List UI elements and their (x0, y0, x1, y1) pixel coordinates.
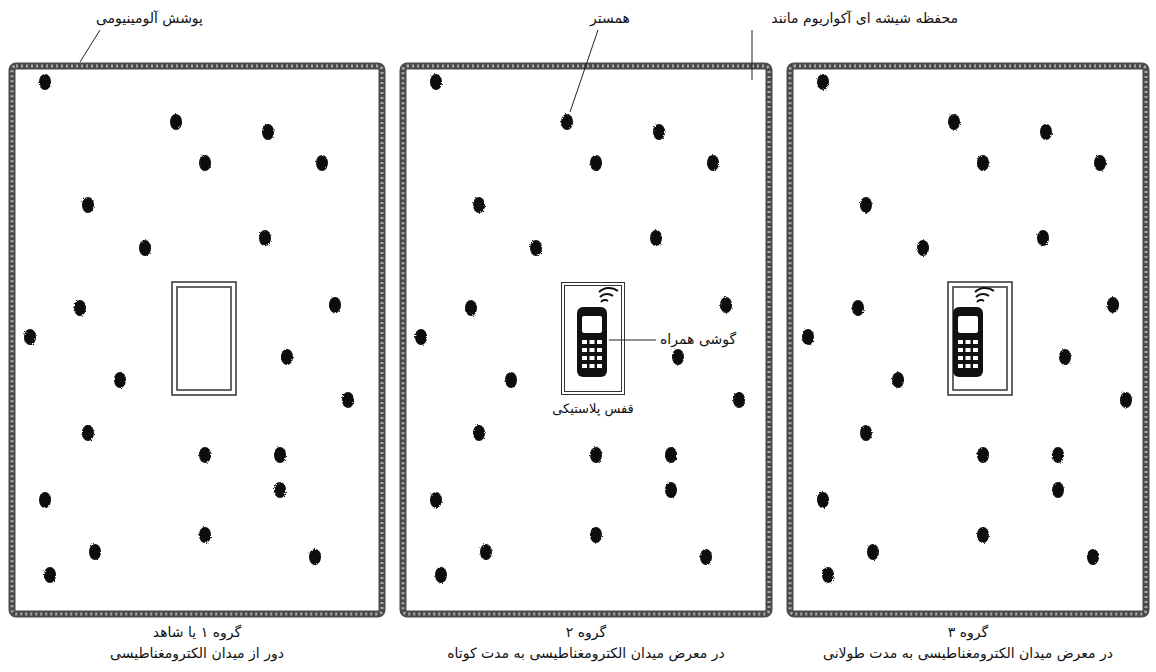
hamsters (24, 74, 1132, 583)
hamster (802, 329, 814, 345)
aluminium-cover (12, 66, 382, 614)
hamster (473, 425, 485, 441)
hamster (139, 240, 151, 256)
cage-label: قفس پلاستیکی (533, 401, 653, 417)
hamster (1120, 392, 1132, 408)
hamster (977, 527, 989, 543)
hamster (733, 392, 745, 408)
hamster (281, 349, 293, 365)
mobile-phone (953, 288, 994, 377)
hamster (199, 155, 211, 171)
hamster (590, 155, 602, 171)
leader-lines (80, 30, 752, 340)
hamster (82, 197, 94, 213)
hamster (170, 114, 182, 130)
hamster (867, 544, 879, 560)
part-label: گوشی همراه (658, 331, 738, 348)
hamster (505, 372, 517, 388)
aluminium-texture (790, 66, 1146, 614)
hamster (977, 447, 989, 463)
part-label: محفظه شیشه ای آکواریوم مانند (769, 10, 960, 27)
hamster (199, 447, 211, 463)
hamster (473, 197, 485, 213)
hamster (465, 300, 477, 316)
hamster (39, 74, 51, 90)
hamster (74, 300, 86, 316)
aluminium-frames (12, 66, 1146, 614)
hamster (665, 447, 677, 463)
enclosure: گروه ۱ یا شاهددور از میدان الکترومغناطیس… (12, 66, 382, 614)
hamster (707, 155, 719, 171)
hamster (44, 567, 56, 583)
hamster (262, 124, 274, 140)
hamster (430, 492, 442, 508)
hamster (430, 74, 442, 90)
hamster (1094, 155, 1106, 171)
hamster (114, 372, 126, 388)
hamster (329, 297, 341, 313)
hamster (1087, 549, 1099, 565)
plastic-cage: قفس پلاستیکی (561, 282, 625, 395)
hamster (650, 230, 662, 246)
hamster (1037, 230, 1049, 246)
group-description: دور از میدان الکترومغناطیسی (12, 645, 382, 662)
hamster (672, 349, 684, 365)
hamster (274, 482, 286, 498)
hamster (82, 425, 94, 441)
group-title: گروه ۱ یا شاهد (12, 624, 382, 641)
hamster (860, 425, 872, 441)
group-description: در معرض میدان الکترومغناطیسی به مدت کوتا… (403, 645, 769, 662)
hamster (948, 114, 960, 130)
hamster (977, 155, 989, 171)
hamster (590, 527, 602, 543)
hamster (435, 567, 447, 583)
hamster (1059, 349, 1071, 365)
hamster (309, 549, 321, 565)
hamster (39, 492, 51, 508)
hamster (415, 329, 427, 345)
hamster (590, 447, 602, 463)
hamster (917, 240, 929, 256)
hamster (700, 549, 712, 565)
hamster (817, 74, 829, 90)
hamster (530, 240, 542, 256)
group-description: در معرض میدان الکترومغناطیسی به مدت طولا… (790, 645, 1146, 662)
plastic-cage (948, 282, 1012, 395)
hamster (1107, 297, 1119, 313)
aluminium-texture (12, 66, 382, 614)
hamster (316, 155, 328, 171)
hamster (342, 392, 354, 408)
hamster (1040, 124, 1052, 140)
hamster (653, 124, 665, 140)
part-label: پوشش آلومینیومی (94, 10, 205, 27)
plastic-cage (172, 282, 236, 395)
aluminium-cover (790, 66, 1146, 614)
hamster (480, 544, 492, 560)
hamster (817, 492, 829, 508)
group-title: گروه ۲ (403, 624, 769, 641)
aluminium-texture (403, 66, 769, 614)
mobile-phone (577, 288, 618, 377)
hamster (1052, 482, 1064, 498)
enclosure: گروه ۳در معرض میدان الکترومغناطیسی به مد… (790, 66, 1146, 614)
hamster (274, 447, 286, 463)
part-label: همستر (588, 10, 632, 27)
hamster (259, 230, 271, 246)
hamster (89, 544, 101, 560)
hamster (822, 567, 834, 583)
hamster (892, 372, 904, 388)
aluminium-cover (403, 66, 769, 614)
hamster (199, 527, 211, 543)
hamster (24, 329, 36, 345)
hamster (852, 300, 864, 316)
hamster (561, 114, 573, 130)
hamster (1052, 447, 1064, 463)
hamster (860, 197, 872, 213)
group-title: گروه ۳ (790, 624, 1146, 641)
hamster (720, 297, 732, 313)
hamster (665, 482, 677, 498)
